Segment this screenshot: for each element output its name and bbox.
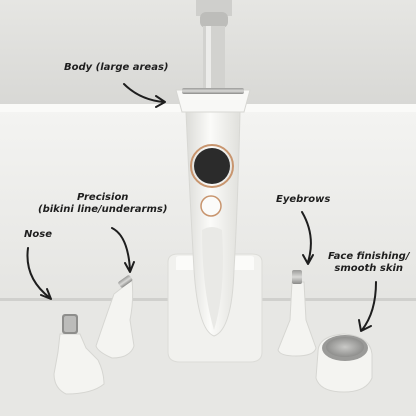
label-face: Face finishing/ smooth skin <box>328 251 410 274</box>
arrow-body-icon <box>123 83 166 108</box>
arrow-eyebrows-icon <box>301 211 314 265</box>
display-ring <box>190 144 234 188</box>
arrow-precision-icon <box>111 227 135 273</box>
face-shaver-attachment <box>315 333 373 393</box>
label-precision: Precision (bikini line/underarms) <box>38 192 168 215</box>
label-body: Body (large areas) <box>64 62 169 73</box>
precision-trimmer-attachment <box>95 275 135 359</box>
display-screen <box>194 148 230 184</box>
arrow-nose-icon <box>26 247 52 300</box>
body-blade-head <box>182 88 244 94</box>
nose-trimmer-attachment <box>53 314 105 395</box>
label-eyebrows: Eyebrows <box>276 194 331 205</box>
eyebrow-trimmer-attachment <box>277 270 317 357</box>
arrow-face-icon <box>358 281 377 332</box>
power-button <box>200 195 222 217</box>
label-nose: Nose <box>24 229 52 240</box>
body-trimmer-device <box>175 88 251 337</box>
